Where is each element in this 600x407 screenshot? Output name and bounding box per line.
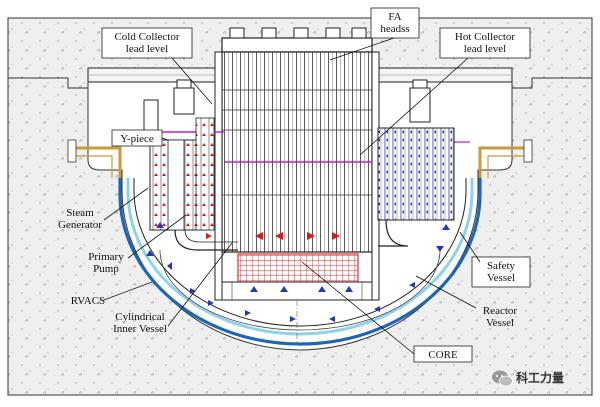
label-core: CORE [428, 349, 458, 361]
label-y-piece: Y-piece [120, 133, 154, 145]
wechat-icon [492, 370, 513, 387]
label-boxes [101, 7, 531, 363]
label-line: CORE [428, 349, 458, 361]
watermark-text: 科工力量 [516, 370, 564, 385]
label-line: Primary [88, 251, 124, 263]
label-line: RVACS [71, 295, 105, 307]
label-line: Reactor [483, 305, 518, 317]
left-components [143, 79, 238, 251]
upper-core-structure [214, 27, 380, 301]
safety-vessel-outline [118, 178, 482, 346]
label-line: Cylindrical [115, 311, 165, 323]
lower-plenum-line [159, 249, 441, 331]
label-line: headss [380, 23, 409, 35]
label-line: lead level [126, 43, 168, 55]
label-line: Vessel [487, 272, 515, 284]
label-line: Pump [93, 263, 119, 275]
label-line: lead level [464, 43, 506, 55]
label-line: 科工力量 [516, 370, 564, 385]
reactor-vessel-outline [126, 178, 474, 336]
label-line: Cold Collector [114, 31, 179, 43]
flow-arrows [146, 222, 450, 322]
label-line: Hot Collector [455, 31, 516, 43]
label-line: Y-piece [120, 133, 154, 145]
watermark: 科工力量 [492, 370, 564, 387]
leader-lines [103, 37, 481, 355]
label-line: Vessel [486, 317, 514, 329]
label-line: Inner Vessel [113, 323, 167, 335]
label-rvacs: RVACS [71, 295, 105, 307]
right-heat-exchanger [377, 79, 455, 247]
inner-vessel-wall [133, 178, 467, 327]
label-line: Safety [487, 260, 516, 272]
label-line: Steam [66, 207, 94, 219]
core-region [237, 253, 359, 283]
label-line: FA [388, 11, 401, 23]
label-line: Generator [58, 219, 102, 231]
rvacs-ducts [67, 139, 533, 178]
